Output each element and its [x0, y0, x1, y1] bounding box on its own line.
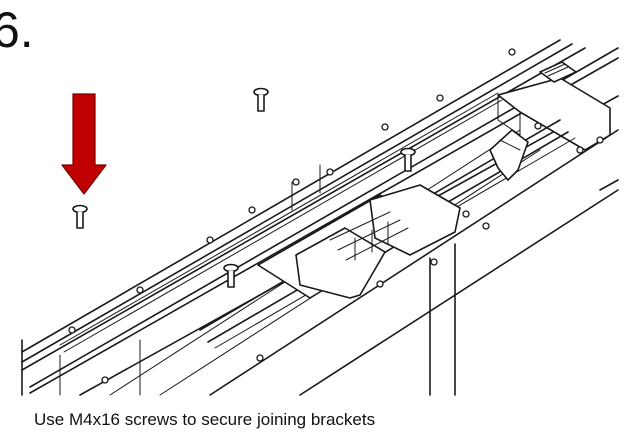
joining-connector	[257, 129, 529, 299]
instruction-caption: Use M4x16 screws to secure joining brack…	[34, 410, 376, 429]
down-arrow-icon	[61, 93, 107, 195]
screw-icon	[72, 204, 88, 229]
step-number: 6.	[0, 2, 34, 58]
screw-icon	[223, 263, 239, 288]
screw-holes	[68, 48, 604, 384]
screw-icon	[253, 87, 269, 112]
assembly-drawing	[21, 39, 619, 396]
clip-bracket	[489, 129, 529, 181]
screw-icon	[400, 147, 416, 172]
